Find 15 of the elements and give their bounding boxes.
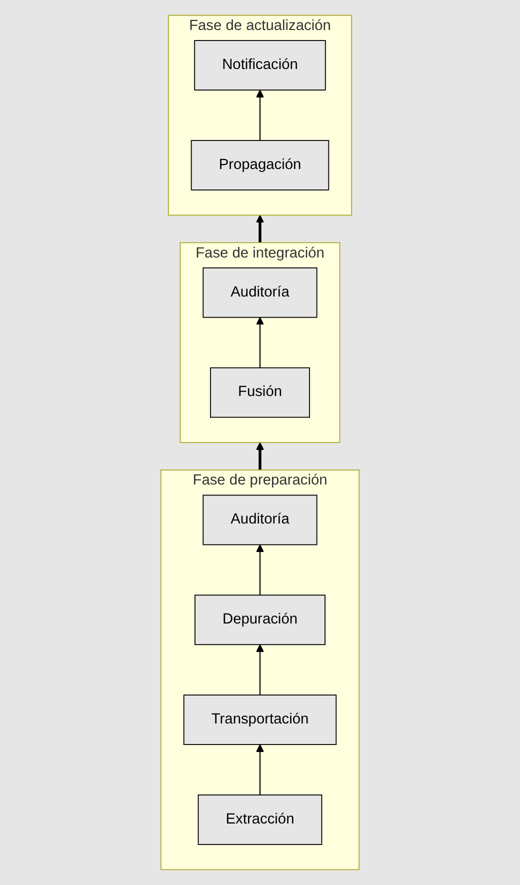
node-box: Auditoría — [202, 267, 318, 318]
node-box: Notificación — [194, 40, 326, 90]
node-box: Auditoría — [202, 494, 318, 546]
node-box: Extracción — [198, 794, 322, 845]
arrow — [256, 442, 264, 470]
node-box: Depuración — [194, 594, 326, 646]
node-box: Fusión — [210, 367, 310, 418]
node-box: Propagación — [190, 140, 330, 190]
arrow — [256, 90, 264, 140]
arrow — [256, 744, 264, 795]
arrow — [256, 644, 264, 696]
arrow — [256, 317, 264, 368]
arrow — [256, 214, 264, 243]
node-box: Transportación — [183, 694, 337, 745]
arrow — [256, 544, 264, 596]
